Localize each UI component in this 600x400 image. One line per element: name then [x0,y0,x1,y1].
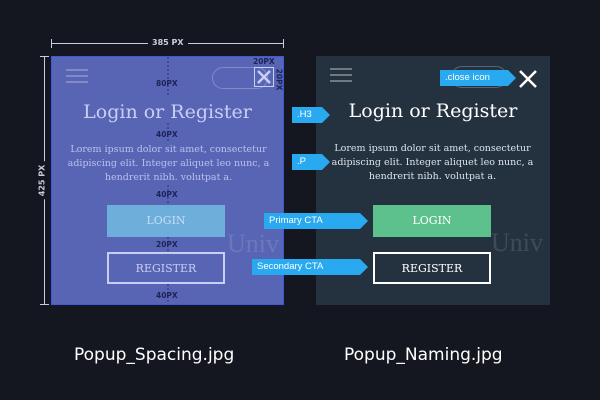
hamburger-menu-icon [66,69,88,83]
background-watermark: Univ [491,228,543,257]
height-dimension-label: 425 PX [37,161,47,200]
close-icon [257,70,271,84]
login-button[interactable]: LOGIN [107,205,225,237]
width-dimension-tick [51,39,52,48]
spacing-label-bottom: 40PX [156,291,178,300]
close-button[interactable] [254,67,274,87]
height-dimension-tick [40,56,49,57]
spacing-label-title-body: 40PX [156,130,178,139]
popup-title: Login or Register [83,101,252,123]
popup-body-text: Lorem ipsum dolor sit amet, consectetur … [67,144,270,183]
spacing-label-close-right: 20PX [253,57,275,66]
popup-spacing-mockup: Univ Login or Register Lorem ipsum dolor… [51,56,284,305]
register-button[interactable]: REGISTER [373,252,491,284]
spacing-label-close-top: 20PX [274,68,284,91]
callout-secondary-cta: Secondary CTA [252,259,368,275]
background-watermark: Univ [227,229,279,258]
callout-primary-cta: Primary CTA [264,213,368,229]
callout-close-icon: .close icon [440,70,516,86]
callout-paragraph: .P [292,154,330,170]
callout-h3: .H3 [292,107,330,123]
spacing-label-body-login: 40PX [156,190,178,199]
width-dimension-label: 385 PX [148,38,188,47]
register-button[interactable]: REGISTER [107,252,225,284]
popup-naming-mockup: Univ Login or Register Lorem ipsum dolor… [316,56,550,305]
popup-title: Login or Register [348,100,518,122]
hamburger-menu-icon [330,68,352,82]
width-dimension-tick [283,39,284,48]
caption-naming: Popup_Naming.jpg [344,345,503,365]
header-pill-button [212,67,268,89]
spacing-label-top: 80PX [156,79,178,88]
popup-body-text: Lorem ipsum dolor sit amet, consectetur … [331,143,534,182]
spacing-label-login-register: 20PX [156,240,178,249]
height-dimension-tick [40,304,49,305]
login-button[interactable]: LOGIN [373,205,491,237]
close-icon[interactable] [517,68,539,90]
caption-spacing: Popup_Spacing.jpg [74,345,235,365]
